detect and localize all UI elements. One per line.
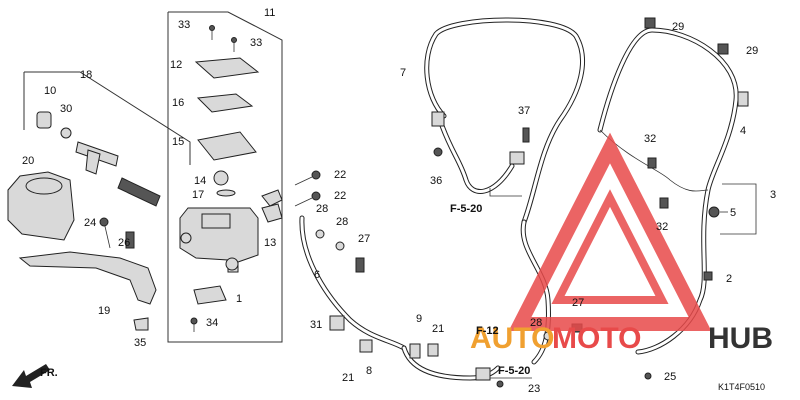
master-cylinder-body xyxy=(179,207,259,273)
callout-3: 3 xyxy=(770,189,776,201)
callout-6: 6 xyxy=(314,269,320,281)
reference-layer: F-5-20F-5-20F-12 xyxy=(450,203,530,377)
reservoir xyxy=(7,171,75,241)
screw-34 xyxy=(190,317,198,332)
callout-7: 7 xyxy=(400,67,406,79)
callout-22: 22 xyxy=(334,169,346,181)
callout-13: 13 xyxy=(264,237,276,249)
sensor-cable-branch xyxy=(599,129,709,192)
watermark-logo xyxy=(508,132,712,331)
callout-32: 32 xyxy=(644,133,656,145)
switch-part xyxy=(193,285,227,305)
callout-15: 15 xyxy=(172,136,184,148)
screw-33b xyxy=(231,37,237,52)
callout-22: 22 xyxy=(334,190,346,202)
direction-label: FR. xyxy=(40,367,58,379)
watermark-text-b: MOTO xyxy=(552,322,641,355)
callout-28: 28 xyxy=(316,203,328,215)
callout-8: 8 xyxy=(366,365,372,377)
lever-cap-35 xyxy=(133,317,149,331)
figure-code: K1T4F0510 xyxy=(718,382,765,392)
banjo-fittings xyxy=(315,229,504,388)
callout-31: 31 xyxy=(310,319,322,331)
master-cylinder-frame xyxy=(167,11,283,343)
callout-30: 30 xyxy=(60,103,72,115)
callout-20: 20 xyxy=(22,155,34,167)
callout-1: 1 xyxy=(236,293,242,305)
watermark-text-c: HUB xyxy=(708,322,773,355)
ref-arrow-1 xyxy=(489,188,522,197)
callout-19: 19 xyxy=(98,305,110,317)
reservoir-cap xyxy=(194,57,260,197)
callout-9: 9 xyxy=(416,313,422,325)
callout-17: 17 xyxy=(192,189,204,201)
bolts-22 xyxy=(294,170,321,207)
callout-27: 27 xyxy=(572,297,584,309)
reference-3: F-12 xyxy=(476,325,499,337)
hose7-fittings xyxy=(431,111,583,341)
callout-34: 34 xyxy=(206,317,218,329)
lever-screw xyxy=(99,217,111,249)
callout-27: 27 xyxy=(358,233,370,245)
callout-29: 29 xyxy=(672,21,684,33)
piston-frame xyxy=(24,71,191,165)
callout-12: 12 xyxy=(170,59,182,71)
callout-25: 25 xyxy=(664,371,676,383)
callout-26: 26 xyxy=(118,237,130,249)
callout-21: 21 xyxy=(342,372,354,384)
callout-33: 33 xyxy=(178,19,190,31)
callout-23: 23 xyxy=(528,383,540,395)
watermark-text-a: AUTO xyxy=(470,322,554,355)
cable-clips xyxy=(644,17,749,380)
callout-29: 29 xyxy=(746,45,758,57)
callout-11: 11 xyxy=(264,7,275,19)
reference-1: F-5-20 xyxy=(450,203,482,215)
lever-bolt xyxy=(125,231,135,249)
ref-arrow-2 xyxy=(489,370,532,379)
callout-16: 16 xyxy=(172,97,184,109)
callout-33: 33 xyxy=(250,37,262,49)
reference-2: F-5-20 xyxy=(498,365,530,377)
bracket xyxy=(261,189,283,223)
screw-33a xyxy=(209,25,215,40)
callout-28: 28 xyxy=(336,216,348,228)
callout-28: 28 xyxy=(530,317,542,329)
callout-37: 37 xyxy=(518,105,530,117)
fr-arrow xyxy=(12,364,50,388)
callout-35: 35 xyxy=(134,337,146,349)
callout-18: 18 xyxy=(80,69,92,81)
piston-assembly xyxy=(36,111,161,207)
brake-lever xyxy=(18,251,157,305)
callout-14: 14 xyxy=(194,175,206,187)
callout-4: 4 xyxy=(740,125,746,137)
callout-24: 24 xyxy=(84,217,96,229)
callout-36: 36 xyxy=(430,175,442,187)
callout-layer: 1234567891011121314151617181920212122222… xyxy=(22,7,776,395)
bracket-3 xyxy=(720,183,757,235)
callout-21: 21 xyxy=(432,323,444,335)
callout-2: 2 xyxy=(726,273,732,285)
callout-32: 32 xyxy=(656,221,668,233)
callout-10: 10 xyxy=(44,85,56,97)
callout-5: 5 xyxy=(730,207,736,219)
